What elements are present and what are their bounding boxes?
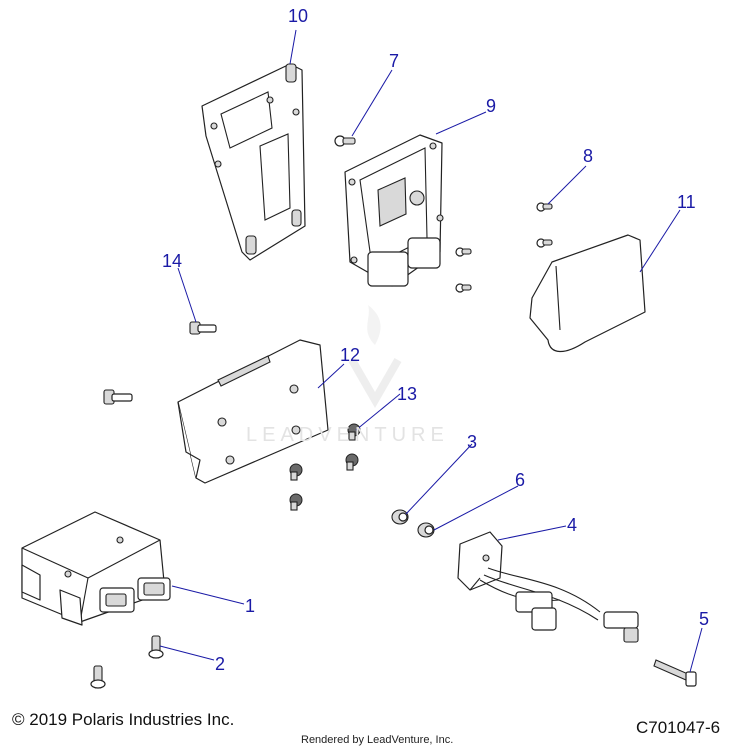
part-13-fasteners	[289, 423, 361, 511]
part-7-screw	[334, 135, 356, 147]
part-10-mounting-plate	[201, 63, 306, 261]
ecu-fasteners	[455, 247, 472, 293]
callout-13: 13	[397, 384, 418, 404]
copyright-notice: © 2019 Polaris Industries Inc.	[12, 710, 235, 729]
callout-10: 10	[288, 6, 309, 26]
rendered-by-credit: Rendered by LeadVenture, Inc.	[301, 734, 454, 746]
bracket-bolt	[103, 389, 133, 405]
part-6-spacer	[417, 522, 435, 538]
callout-7: 7	[389, 51, 400, 71]
part-14-bolt	[189, 321, 217, 335]
leader-lines	[159, 29, 703, 673]
watermark-text: LEADVENTURE	[246, 424, 449, 446]
callout-12: 12	[340, 345, 361, 365]
callout-8: 8	[583, 146, 594, 166]
callout-3: 3	[467, 432, 478, 452]
part-4-harness	[457, 531, 639, 643]
part-3-grommet	[391, 509, 409, 525]
callout-1: 1	[245, 596, 256, 616]
part-8-screws	[536, 202, 553, 248]
callout-5: 5	[699, 609, 710, 629]
part-11-cover	[529, 234, 646, 353]
callout-9: 9	[486, 96, 497, 116]
drawing-id: C701047-6	[636, 718, 721, 737]
callout-4: 4	[567, 515, 578, 535]
watermark-logo	[348, 305, 402, 409]
part-9-ecu	[344, 134, 444, 287]
part-2-bolts	[90, 635, 164, 689]
part-1-module	[21, 511, 171, 626]
part-5-bolt	[653, 659, 697, 687]
part-12-bracket	[177, 339, 329, 484]
callout-14: 14	[162, 251, 183, 271]
callout-2: 2	[215, 654, 226, 674]
callout-11: 11	[677, 192, 696, 212]
callout-6: 6	[515, 470, 526, 490]
